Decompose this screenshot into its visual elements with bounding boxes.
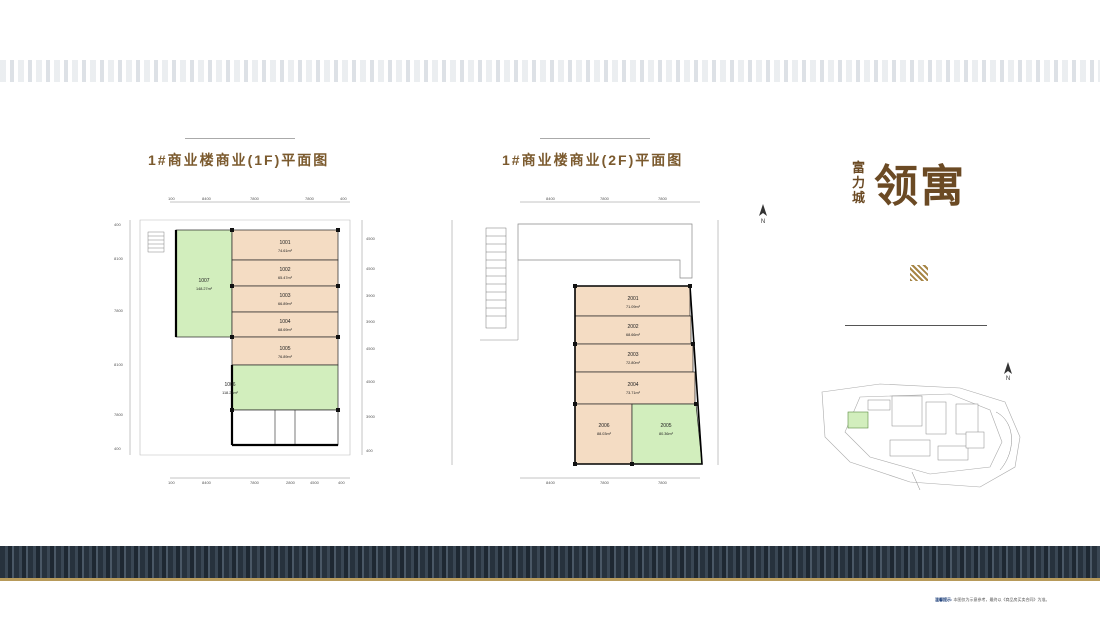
unit-2006-area [574,403,633,465]
dim-left: 400 [114,446,121,451]
site-plan-highlight-building [847,411,869,429]
dim-top: 8400 [202,196,212,201]
unit-2003-area-label: 72.80m² [626,361,641,365]
unit-2002-area [574,315,692,345]
dim-top: 7800 [250,196,260,201]
dim-right: 4500 [366,346,376,351]
unit-1004-area-label: 68.69m² [278,328,293,332]
dim-top: 7800 [305,196,315,201]
dim-bottom: 7800 [600,480,610,485]
unit-2005-area-label: 80.36m² [659,432,674,436]
plan-2f-title-tick [540,138,650,142]
top-pattern-band [0,60,1100,82]
unit-1007-label: 1007 [198,278,209,284]
unit-1005-area-label: 76.89m² [278,355,293,359]
unit-1005-area [231,336,339,366]
disclaimer-text: 本图仅为示意参考，最终以《商品房买卖合同》为准。 [953,597,1050,602]
dim-right: 3900 [366,319,376,324]
dim-top: 400 [340,196,347,201]
decorative-pattern-icon [910,265,928,281]
dim-bottom: 7800 [250,480,260,485]
dim-left: 7800 [114,308,124,313]
brand-small-text: 富力城 [852,160,866,205]
dim-bottom: 8400 [202,480,212,485]
bottom-accent-rule [0,578,1100,581]
unit-2006-label: 2006 [598,423,609,429]
dim-bottom: 7800 [658,480,668,485]
unit-1006-area-label: 118.23m² [222,391,238,395]
unit-2004-area-label: 73.71m² [626,391,641,395]
unit-1001-label: 1001 [279,240,290,246]
dim-bottom: 4500 [310,480,320,485]
unit-2003-label: 2003 [627,352,638,358]
plan-1f-title-tick [185,138,295,142]
dim-left: 7800 [114,412,124,417]
unit-1002-area-label: 65.47m² [278,276,293,280]
disclaimer-footnote: 温馨提示: 本图仅为示意参考，最终以《商品房买卖合同》为准。 [935,597,1049,603]
plan-1f-title: 1#商业楼商业(1F)平面图 [148,152,330,168]
dim-bottom: 2800 [286,480,296,485]
dim-right: 4500 [366,379,376,384]
unit-2002-label: 2002 [627,324,638,330]
north-label: N [1005,376,1011,382]
unit-1003-label: 1003 [279,293,290,299]
dim-left: 8100 [114,362,124,367]
unit-1004-area [231,311,339,338]
dim-top: 100 [168,196,175,201]
plan-2f-title: 1#商业楼商业(2F)平面图 [502,152,684,168]
unit-2001-area-label: 71.09m² [626,305,641,309]
unit-1002-area [231,259,339,287]
unit-1006-area [231,364,339,411]
divider [845,325,987,326]
unit-2004-label: 2004 [627,382,638,388]
floor-plan-2f: 8400 7800 7800 8400 7800 7800 2001 [451,196,719,485]
dim-right: 4500 [366,266,376,271]
dim-right: 3900 [366,293,376,298]
unit-1007-area-label: 148.27m² [196,287,213,291]
unit-2001-area [574,285,691,317]
unit-1006-label: 1006 [224,382,235,388]
unit-2003-area [574,343,694,373]
brand-logo: 富力城 领寓 [852,160,992,220]
dim-left: 400 [114,222,121,227]
site-plan-map [821,383,1021,491]
brand-big-text: 领寓 [874,161,966,212]
unit-2002-area-label: 68.66m² [626,333,641,337]
unit-service-area [231,409,339,446]
unit-2001-label: 2001 [627,296,638,302]
unit-1001-area-label: 74.61m² [278,249,293,253]
north-arrow-icon [759,204,767,216]
floor-plan-1f: 100 8400 7800 7800 400 100 8400 7800 280… [114,196,376,485]
unit-1002-label: 1002 [279,267,290,273]
dim-top: 7800 [658,196,668,201]
unit-1003-area-label: 66.89m² [278,302,293,306]
unit-1005-label: 1005 [279,346,290,352]
dim-right: 400 [366,448,373,453]
unit-1001-area [231,229,339,261]
disclaimer-label: 温馨提示: [935,597,953,602]
dim-top: 7800 [600,196,610,201]
north-label: N [760,219,766,225]
dim-bottom: 400 [338,480,345,485]
unit-2005-label: 2005 [660,423,671,429]
dim-right: 4500 [366,236,376,241]
dim-right: 3900 [366,414,376,419]
dim-left: 8100 [114,256,124,261]
bottom-pattern-band [0,546,1100,578]
unit-1004-label: 1004 [279,319,290,325]
dim-bottom: 8400 [546,480,556,485]
unit-1003-area [231,285,339,313]
unit-2004-area [574,371,696,405]
unit-2006-area-label: 88.03m² [597,432,612,436]
dim-bottom: 100 [168,480,175,485]
north-arrow-icon [1004,362,1012,374]
dim-top: 8400 [546,196,556,201]
